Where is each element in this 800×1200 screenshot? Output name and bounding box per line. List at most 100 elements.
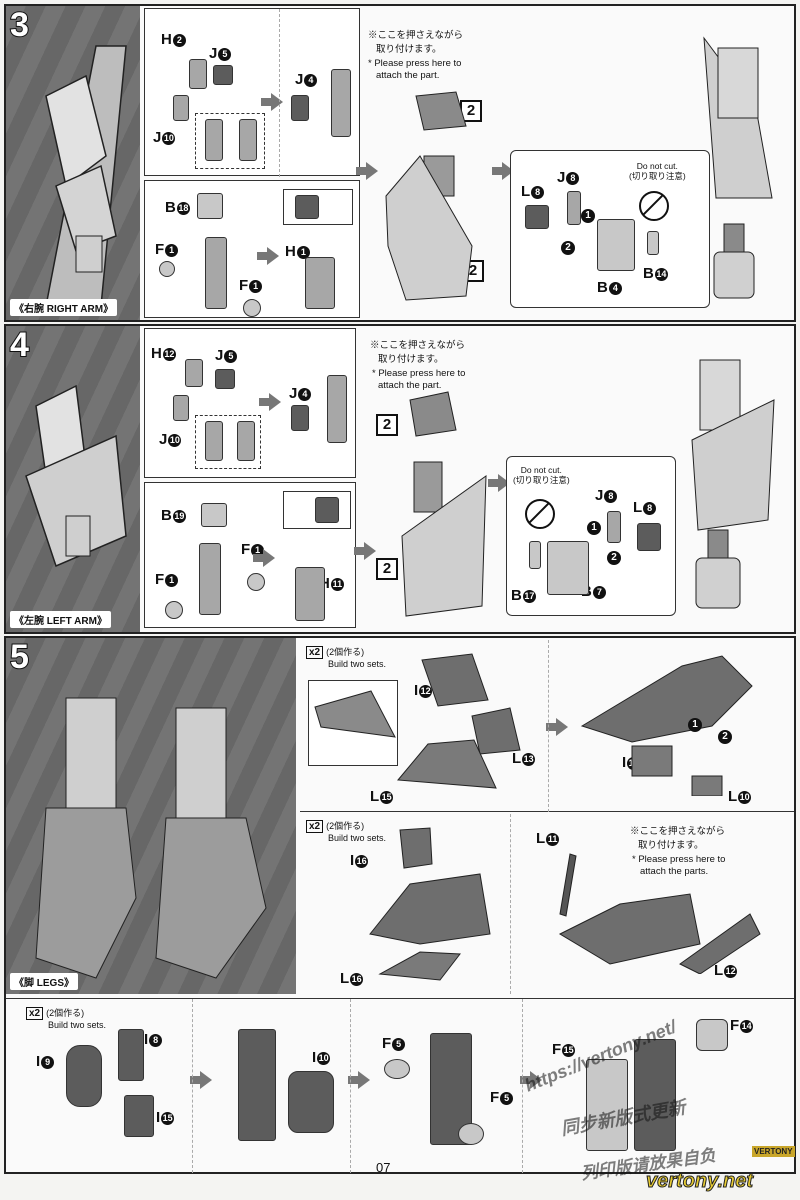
build-two-sets-note: x2(2個作る)Build two sets. — [306, 820, 386, 844]
step-4-reference-illustration: 《左腕 LEFT ARM》 — [6, 326, 140, 632]
flow-arrow — [546, 718, 568, 736]
build-two-sets-note: x2(2個作る)Build two sets. — [26, 1007, 106, 1031]
no-cut-icon — [525, 499, 555, 529]
page-number: 07 — [376, 1160, 391, 1175]
step-number: 4 — [9, 325, 30, 365]
flow-arrow — [190, 1071, 212, 1089]
left-arm-complete-drawing — [691, 359, 775, 609]
order-1-icon: 1 — [587, 521, 601, 535]
step-4-hand-detail: Do not cut.(切り取り注意) J8 L8 B17 B7 1 2 — [506, 456, 676, 616]
step-5-subassembly-a: x2(2個作る)Build two sets. I12 L13 L15 I13 … — [300, 640, 794, 812]
step-3-reference-illustration: 《右腕 RIGHT ARM》 — [6, 6, 140, 320]
press-note-en: * Please press here to — [368, 58, 462, 69]
do-not-cut-label: Do not cut.(切り取り注意) — [513, 465, 570, 485]
press-note-en-2: attach the parts. — [640, 866, 709, 877]
order-2-icon: 2 — [561, 241, 575, 255]
press-note-en-2: attach the part. — [378, 380, 442, 391]
order-1-icon: 1 — [581, 209, 595, 223]
flow-arrow — [354, 542, 376, 560]
press-note-ja: ※ここを押さえながら — [630, 826, 726, 837]
flow-arrow — [257, 247, 279, 265]
step-5-reference-illustration: 《脚 LEGS》 — [6, 638, 296, 994]
step-4-subassembly-forearm: B19 F1 F1 H11 — [144, 482, 356, 628]
press-note-ja-2: 取り付けます。 — [638, 840, 704, 851]
reference-box-2: 2 — [376, 414, 398, 436]
shoulder-assembly-drawing — [385, 91, 473, 301]
right-arm-complete-drawing — [703, 36, 773, 299]
step-number: 3 — [9, 5, 30, 45]
flow-arrow — [520, 1071, 542, 1089]
leg-part-a-drawing — [396, 653, 521, 789]
order-2-icon: 2 — [718, 730, 732, 744]
flow-arrow — [253, 549, 275, 567]
press-note-en-2: attach the part. — [376, 70, 440, 81]
press-note-ja: ※ここを押さえながら — [370, 340, 466, 351]
do-not-cut-label: Do not cut.(切り取り注意) — [629, 161, 686, 181]
watermark-stamp: VERTONY — [752, 1146, 795, 1157]
flow-arrow — [356, 162, 378, 180]
order-1-icon: 1 — [688, 718, 702, 732]
leg-part-b-result-drawing — [558, 853, 761, 974]
step-3-caption: 《右腕 RIGHT ARM》 — [10, 299, 118, 316]
press-note-en: * Please press here to — [632, 854, 726, 865]
press-note-ja: ※ここを押さえながら — [368, 30, 464, 41]
leg-part-a-result-drawing — [580, 655, 753, 796]
flow-arrow — [261, 93, 283, 111]
no-cut-icon — [639, 191, 669, 221]
step-5-caption: 《脚 LEGS》 — [10, 973, 79, 990]
order-2-icon: 2 — [607, 551, 621, 565]
leg-part-b-drawing — [369, 827, 491, 981]
reference-box-2: 2 — [376, 558, 398, 580]
flow-arrow — [259, 393, 281, 411]
step-number: 5 — [9, 637, 30, 677]
watermark-brand: vertony.net — [645, 1170, 754, 1193]
build-two-sets-note: x2(2個作る)Build two sets. — [306, 646, 386, 670]
press-note-ja-2: 取り付けます。 — [378, 354, 444, 365]
flow-arrow — [348, 1071, 370, 1089]
